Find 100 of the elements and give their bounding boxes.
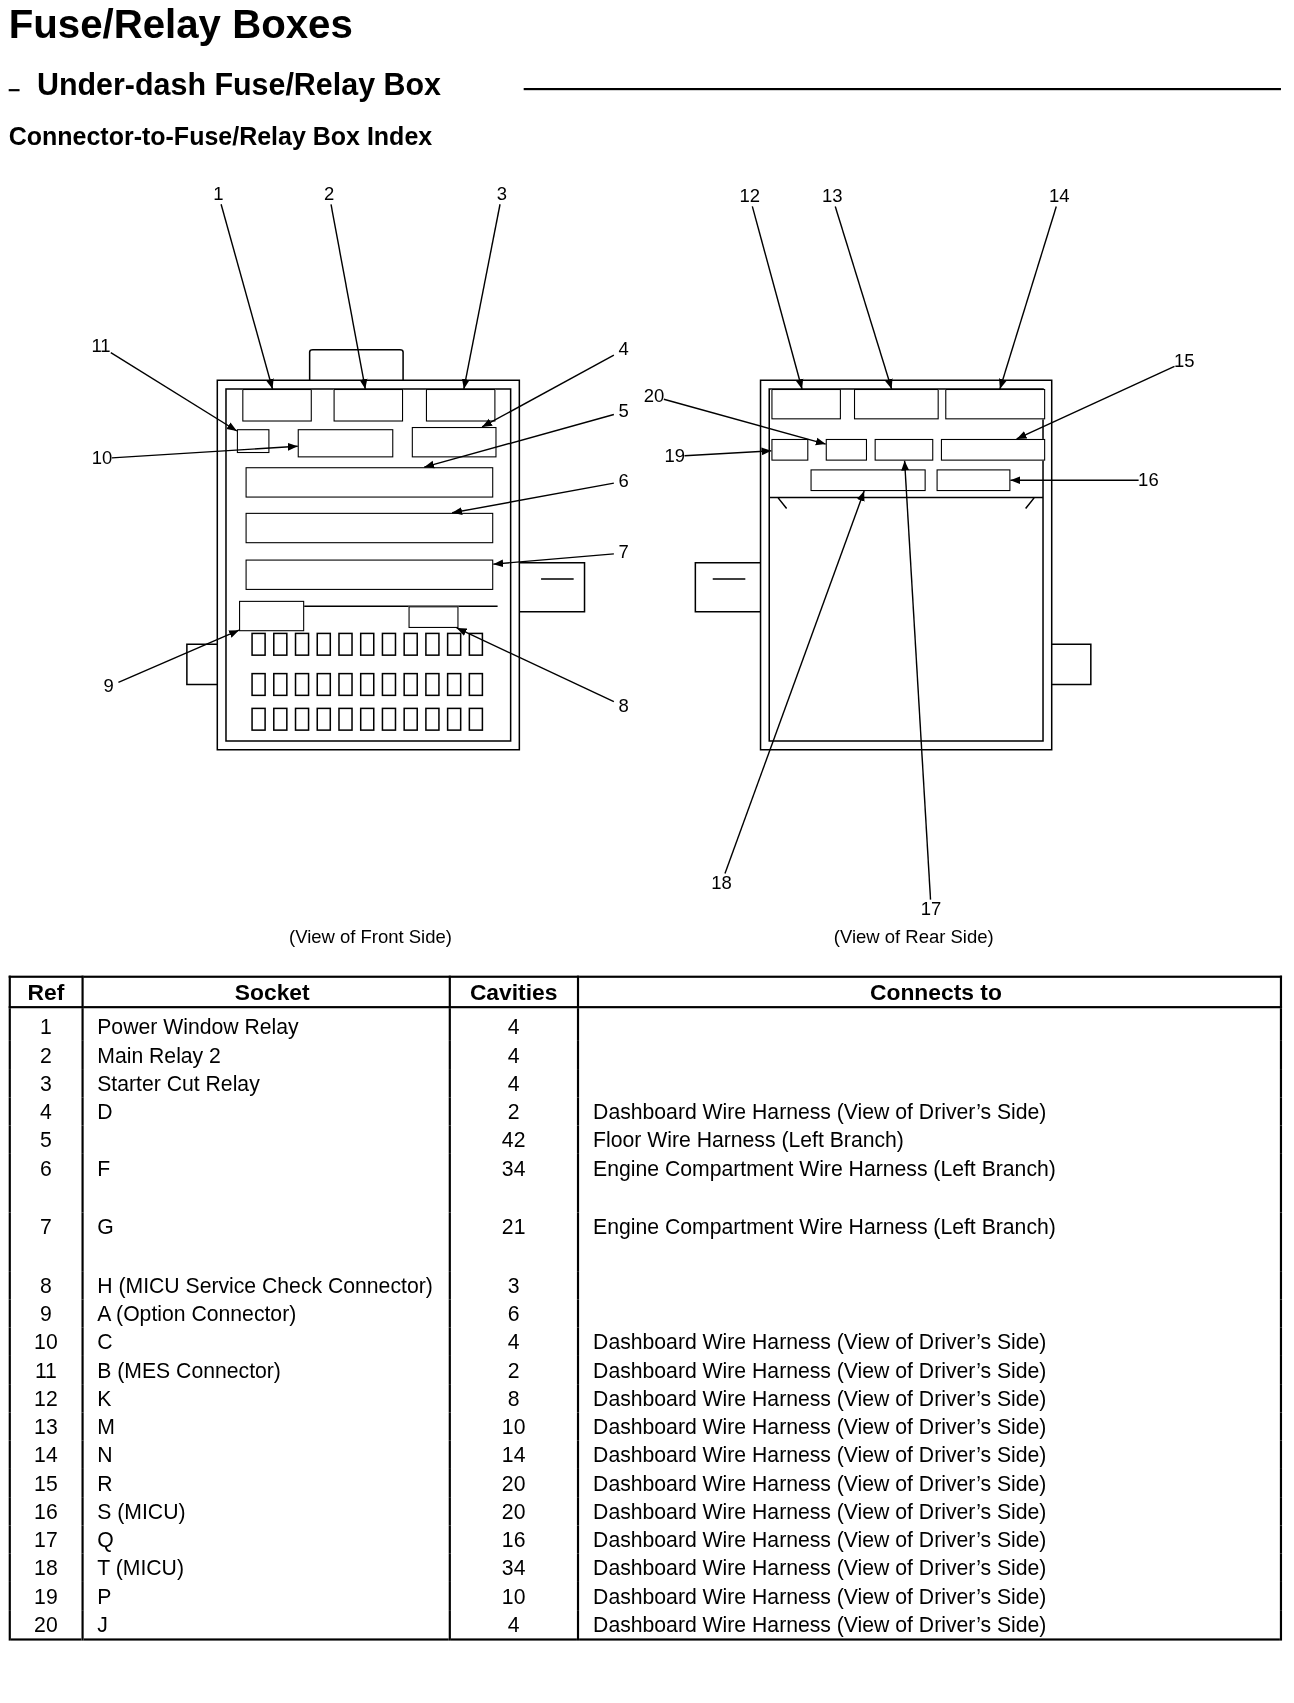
table-cell: 17 [9,1525,83,1554]
table-cell: J [82,1610,450,1640]
connector-socket [239,600,305,632]
callout-number: 8 [609,695,638,718]
connector-socket [771,438,809,461]
connector-socket [333,388,404,422]
leader-line [456,627,615,703]
table-cell: Power Window Relay [82,1007,450,1041]
connector-socket [245,467,494,498]
callout-number: 7 [609,542,638,564]
callout-number: 14 [1045,185,1074,208]
table-cell: 10 [9,1327,83,1356]
callout-number: 12 [735,185,764,208]
table-cell: M [82,1412,450,1441]
table-cell: D [82,1097,450,1126]
callout-number: 3 [487,183,517,206]
table-cell: 34 [449,1153,578,1213]
connector-socket [297,429,394,458]
table-cell: 16 [449,1525,578,1554]
table-cell: 4 [449,1040,578,1070]
callout-number: 4 [609,339,638,361]
table-cell: Starter Cut Relay [82,1069,450,1098]
table-cell: 20 [449,1468,578,1498]
table-cell: 21 [449,1212,578,1272]
table-cell: 4 [9,1097,83,1126]
table-cell: 19 [9,1581,83,1611]
table-cell: Main Relay 2 [82,1040,450,1070]
table-cell: Q [82,1525,450,1554]
connector-socket [408,606,459,628]
connector-socket [425,388,496,422]
table-cell: 7 [9,1212,83,1272]
callout-number: 2 [315,183,344,206]
callout-number: 6 [609,470,638,493]
callout-number: 19 [660,445,689,468]
table-cell: 4 [449,1327,578,1356]
table-cell: K [82,1384,450,1413]
table-cell: 5 [9,1125,83,1154]
table-cell: 16 [9,1497,83,1526]
leader-line [111,442,299,459]
table-cell: 13 [9,1412,83,1441]
table-cell: 2 [449,1097,578,1126]
leader-line [724,490,865,875]
callout-number: 15 [1170,350,1199,373]
callout-number: 11 [86,335,116,358]
leader-line [461,203,501,390]
table-cell: 4 [449,1007,578,1041]
table-cell: 20 [9,1610,83,1640]
connector-socket [810,469,926,492]
subheading: Under-dash Fuse/Relay Box [36,67,441,103]
table-cell: 10 [449,1412,578,1441]
table-cell: Dashboard Wire Harness (View of Driver’s Side) [577,1384,1281,1413]
callout-number: 16 [1134,469,1163,492]
connector-socket [825,438,867,461]
leader-line [330,203,368,390]
callout-number: 1 [204,183,233,206]
leader-line [683,447,773,457]
connector-socket [771,388,841,420]
leader-line [220,203,274,390]
callout-number: 13 [818,185,847,208]
table-cell: 12 [9,1384,83,1413]
table-cell: A (Option Connector) [82,1299,450,1328]
column-header: Cavities [449,976,578,1008]
table-cell: 8 [9,1271,83,1300]
leader-line [451,482,615,515]
table-cell: 4 [449,1069,578,1098]
title: Fuse/Relay Boxes [8,2,353,48]
table-cell: S (MICU) [82,1497,450,1526]
table-cell: 2 [449,1355,578,1385]
column-header: Socket [82,976,450,1008]
leader-line [423,413,615,469]
table-cell: 14 [9,1440,83,1469]
table-cell: 34 [449,1553,578,1582]
leader-line [492,553,615,568]
callout-number: 9 [94,675,123,698]
table-cell: Dashboard Wire Harness (View of Driver’s Side) [577,1497,1281,1526]
table-cell: Dashboard Wire Harness (View of Driver’s Side) [577,1355,1281,1385]
table-cell: P [82,1581,450,1611]
connector-socket [245,512,494,544]
leader-line [999,205,1057,390]
section-heading: Connector-to-Fuse/Relay Box Index [8,121,433,151]
table-cell: Dashboard Wire Harness (View of Driver’s Side) [577,1553,1281,1582]
connector-socket [936,469,1011,492]
leader-line [481,354,615,428]
connector-socket [940,438,1046,461]
table-cell: 6 [9,1153,83,1213]
table-cell: Dashboard Wire Harness (View of Driver’s Side) [577,1412,1281,1441]
table-cell: T (MICU) [82,1553,450,1582]
table-cell: 14 [449,1440,578,1469]
table-cell: H (MICU Service Check Connector) [82,1271,450,1300]
view-caption: (View of Front Side) [288,926,453,949]
leader-line [663,398,827,446]
table-cell: 2 [9,1040,83,1070]
leader-line [1009,476,1140,485]
leader-line [751,205,804,390]
leader-line [1015,365,1176,440]
connector-socket [945,388,1046,420]
table-cell: Dashboard Wire Harness (View of Driver’s Side) [577,1097,1281,1126]
callout-number: 5 [609,400,638,423]
connector-socket [242,388,312,422]
table-cell: 18 [9,1553,83,1582]
